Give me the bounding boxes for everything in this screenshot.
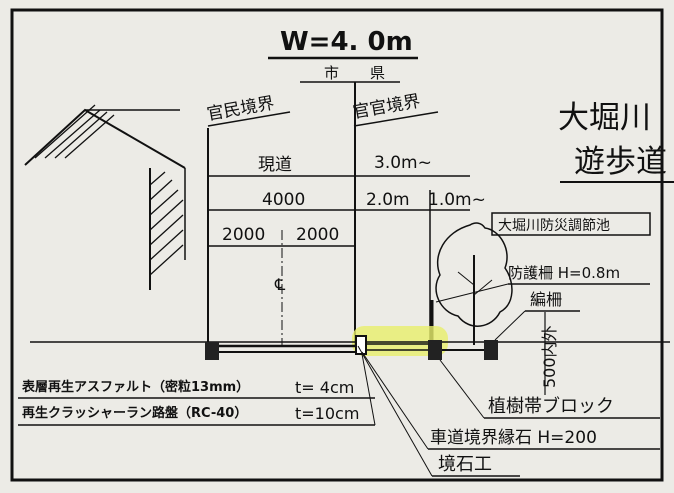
drawing-frame <box>10 8 664 482</box>
boundary-stone-left <box>205 342 219 360</box>
road-label: 現道 <box>258 155 292 175</box>
fence-label: 編柵 <box>530 290 562 309</box>
planter-block-label: 植樹帯ブロック <box>488 395 614 417</box>
half-right-label: 2000 <box>296 225 339 245</box>
right-boundary-underline <box>353 111 439 127</box>
guard-fence-leader <box>435 283 509 303</box>
right-title-2: 遊歩道 <box>574 144 667 180</box>
right-boundary-label: 官官境界 <box>351 91 421 123</box>
planter-block-right <box>484 340 498 360</box>
pond-label: 大堀川防災調節池 <box>498 217 610 234</box>
boundary-stone-leader <box>357 345 433 477</box>
half-left-label: 2000 <box>222 225 265 245</box>
right-part-2: 1.0m~ <box>428 190 486 210</box>
curb-label: 車道境界縁石 H=200 <box>430 428 597 448</box>
right-width-label: 3.0m~ <box>374 153 432 173</box>
centerline-symbol: ℄ <box>274 275 286 294</box>
guard-fence-label: 防護柵 H=0.8m <box>508 264 620 282</box>
curb-block <box>355 335 367 355</box>
curb-leader <box>361 351 429 450</box>
city-label: 市 <box>324 64 339 82</box>
tree-icon <box>435 222 513 345</box>
pavement-thickness-1: t= 4cm <box>295 378 354 397</box>
pavement-thickness-2: t=10cm <box>295 404 359 423</box>
boundary-stone-label: 境石工 <box>438 454 492 475</box>
right-part-1: 2.0m <box>366 190 410 210</box>
building-hatch <box>24 104 186 290</box>
pavement-table-leader <box>361 353 376 426</box>
pavement-material-2: 再生クラッシャーラン路盤（RC-40） <box>22 405 247 421</box>
within-label: 500内外 <box>540 325 559 388</box>
pond-label-box <box>491 212 651 236</box>
fence-leader <box>494 310 526 341</box>
prefecture-label: 県 <box>370 64 385 82</box>
planter-block-leader <box>439 359 485 419</box>
highlight-marker <box>352 326 448 356</box>
pavement-material-1: 表層再生アスファルト（密粒13mm） <box>21 379 249 395</box>
right-title-1: 大堀川 <box>558 100 651 136</box>
width-total-label: 4000 <box>262 190 305 210</box>
title: W=4. 0m <box>280 27 413 57</box>
planter-block-left <box>428 340 442 360</box>
left-boundary-underline <box>207 111 291 127</box>
